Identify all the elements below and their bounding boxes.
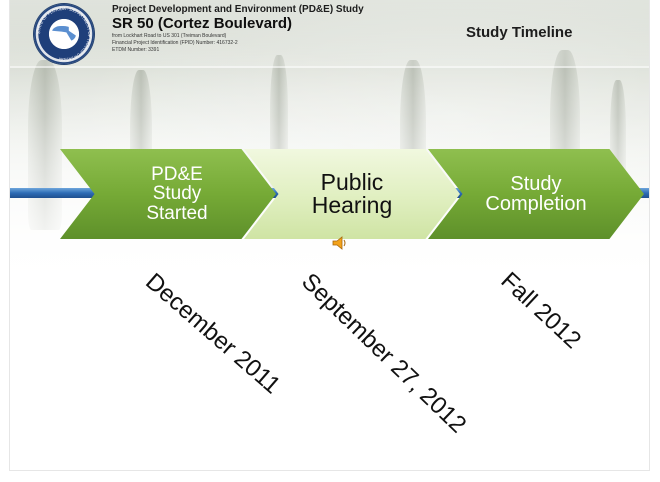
fpid-number: Financial Project Identification (FPID) …: [112, 40, 238, 46]
timeline-step-completion: Study Completion: [428, 149, 644, 239]
timeline-step-started: PD&E Study Started: [60, 149, 276, 239]
step-label: PD&E Study Started: [146, 163, 208, 224]
seal-ring: STATE OF FLORIDA · DEPARTMENT OF TRANSPO…: [36, 6, 92, 62]
study-name: Project Development and Environment (PD&…: [112, 4, 364, 15]
step-label: Public Hearing: [311, 168, 393, 218]
section-title: Study Timeline: [466, 24, 573, 41]
fdot-seal-icon: STATE OF FLORIDA · DEPARTMENT OF TRANSPO…: [34, 4, 94, 64]
step-label: Study Completion: [485, 172, 587, 215]
date-public-hearing: September 27, 2012: [296, 268, 472, 439]
road-title: SR 50 (Cortez Boulevard): [112, 15, 293, 32]
project-limits: from Lockhart Road to US 301 (Treiman Bo…: [112, 33, 227, 39]
slide: STATE OF FLORIDA · DEPARTMENT OF TRANSPO…: [10, 0, 649, 470]
etdm-number: ETDM Number: 3391: [112, 47, 160, 53]
header-divider: [10, 66, 649, 68]
svg-text:STATE OF FLORIDA · DEPARTMENT: STATE OF FLORIDA · DEPARTMENT OF TRANSPO…: [36, 6, 92, 62]
speaker-icon[interactable]: [332, 236, 348, 250]
timeline-step-public-hearing: Public Hearing: [244, 149, 460, 239]
slide-header: [10, 0, 649, 66]
